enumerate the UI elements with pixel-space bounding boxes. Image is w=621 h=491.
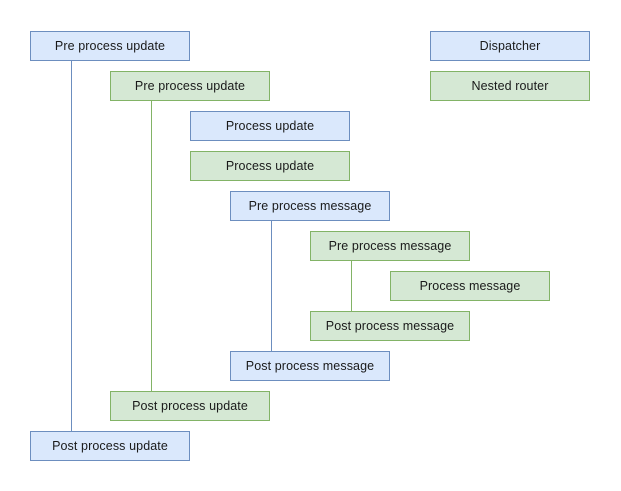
node-process-update-green[interactable]: Process update [190, 151, 350, 181]
node-pre-process-update-blue[interactable]: Pre process update [30, 31, 190, 61]
node-post-process-update-green[interactable]: Post process update [110, 391, 270, 421]
node-pre-process-message-blue[interactable]: Pre process message [230, 191, 390, 221]
node-pre-process-update-green[interactable]: Pre process update [110, 71, 270, 101]
node-label: Process update [225, 158, 315, 173]
node-post-process-update-blue[interactable]: Post process update [30, 431, 190, 461]
dispatcher-message-spine [271, 221, 272, 351]
node-label: Process update [225, 118, 315, 133]
node-label: Post process update [132, 398, 248, 413]
node-label: Pre process update [54, 38, 166, 53]
node-label: Process message [419, 278, 521, 293]
legend-item-label: Dispatcher [479, 38, 541, 53]
router-message-spine [351, 261, 352, 311]
node-post-process-message-blue[interactable]: Post process message [230, 351, 390, 381]
node-pre-process-message-green[interactable]: Pre process message [310, 231, 470, 261]
node-label: Pre process message [248, 198, 372, 213]
node-label: Pre process update [134, 78, 246, 93]
node-post-process-message-green[interactable]: Post process message [310, 311, 470, 341]
legend-item-label: Nested router [471, 78, 549, 93]
legend-item-nested-router[interactable]: Nested router [430, 71, 590, 101]
router-update-spine [151, 101, 152, 391]
dispatcher-update-spine [71, 61, 72, 431]
node-process-update-blue[interactable]: Process update [190, 111, 350, 141]
legend-item-dispatcher[interactable]: Dispatcher [430, 31, 590, 61]
node-label: Post process message [325, 318, 455, 333]
node-label: Pre process message [328, 238, 452, 253]
node-label: Post process message [245, 358, 375, 373]
node-label: Post process update [52, 438, 168, 453]
node-process-message-green[interactable]: Process message [390, 271, 550, 301]
